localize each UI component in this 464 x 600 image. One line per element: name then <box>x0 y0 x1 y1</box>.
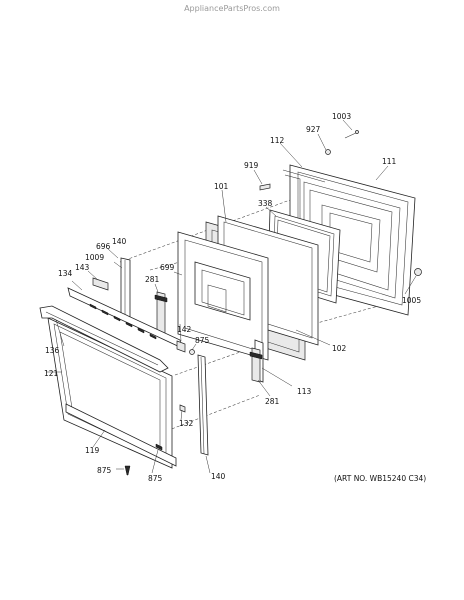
door-gasket <box>282 169 326 230</box>
label-136: 136 <box>45 346 60 355</box>
label-875-left: 875 <box>97 466 112 475</box>
label-140-top: 140 <box>112 237 127 246</box>
hinge-right <box>249 347 263 383</box>
label-696: 696 <box>96 242 111 251</box>
label-112: 112 <box>270 136 285 145</box>
vent-bracket <box>92 277 109 291</box>
side-channel-left <box>120 257 131 319</box>
label-1009: 1009 <box>85 253 104 262</box>
screw-875-bottom <box>124 465 131 476</box>
leader-lines <box>46 119 417 474</box>
label-111: 111 <box>382 157 397 166</box>
label-113: 113 <box>297 387 312 396</box>
part-number-labels: 1003 927 112 111 919 101 338 696 140 100… <box>44 112 421 483</box>
label-142: 142 <box>177 325 192 334</box>
clip-1005 <box>414 268 422 276</box>
label-699: 699 <box>160 263 175 272</box>
label-927: 927 <box>306 125 321 134</box>
label-281-bottom: 281 <box>265 397 280 406</box>
side-channel-right <box>197 354 209 456</box>
label-1003: 1003 <box>332 112 351 121</box>
label-140-bottom: 140 <box>211 472 226 481</box>
inner-door-panel <box>177 231 269 361</box>
label-134: 134 <box>58 269 73 278</box>
label-132: 132 <box>179 419 194 428</box>
label-919: 919 <box>244 161 259 170</box>
screw-1003 <box>344 130 359 139</box>
label-338: 338 <box>258 199 273 208</box>
label-1005: 1005 <box>402 296 421 305</box>
label-875-top: 875 <box>195 336 210 345</box>
clip-142 <box>176 340 186 353</box>
label-119: 119 <box>85 446 100 455</box>
screw-875-top <box>189 349 195 355</box>
watermark: AppliancePartsPros.com <box>184 4 280 13</box>
label-875-bottom: 875 <box>148 474 163 483</box>
pin-919 <box>259 183 271 191</box>
clip-132 <box>179 404 186 413</box>
label-281-top: 281 <box>145 275 160 284</box>
door-handle <box>39 305 169 373</box>
label-121: 121 <box>44 369 59 378</box>
label-101: 101 <box>214 182 229 191</box>
grommet-927 <box>325 149 331 155</box>
art-number: (ART NO. WB15240 C34) <box>334 474 427 483</box>
door-bottom-trim <box>65 403 177 467</box>
label-102: 102 <box>332 344 347 353</box>
label-143: 143 <box>75 263 90 272</box>
